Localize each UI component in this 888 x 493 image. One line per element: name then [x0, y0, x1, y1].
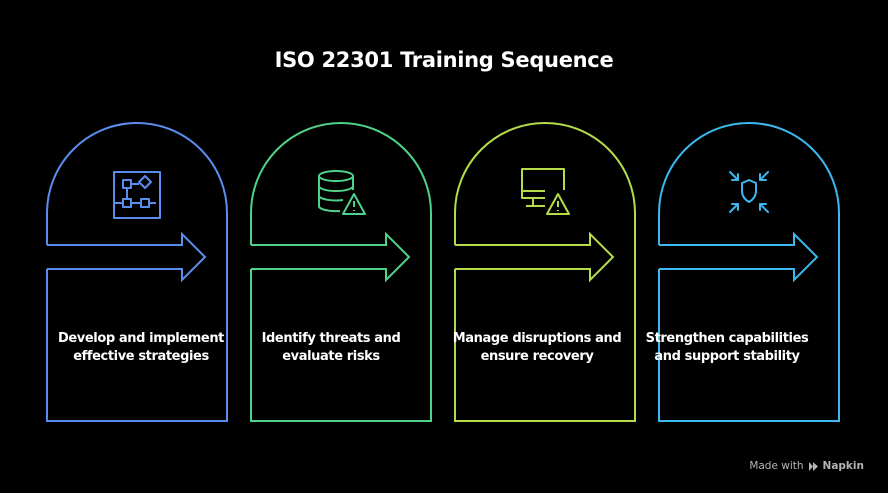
step-1-arrow: [47, 231, 207, 283]
footer-prefix: Made with: [749, 460, 804, 472]
step-4: [658, 122, 840, 422]
step-3: [454, 122, 636, 422]
step-3-arrow: [455, 231, 615, 283]
flowchart-icon: [113, 171, 161, 219]
step-2: [250, 122, 432, 422]
footer-brand: Napkin: [822, 460, 864, 472]
step-1: [46, 122, 228, 422]
monitor-warning-icon: [521, 168, 570, 215]
step-3-arch: [454, 122, 636, 422]
step-4-arrow: [659, 231, 819, 283]
step-4-arch: [658, 122, 840, 422]
made-with-napkin-footer[interactable]: Made with Napkin: [749, 460, 864, 472]
step-3-text: Manage disruptions and ensure recovery: [452, 331, 622, 364]
database-warning-icon: [318, 170, 366, 215]
step-1-arch: [46, 122, 228, 422]
diagram-title: ISO 22301 Training Sequence: [274, 48, 614, 72]
step-1-text: Develop and implement effective strategi…: [58, 331, 224, 364]
napkin-logo-icon: [808, 461, 818, 471]
step-2-arch: [250, 122, 432, 422]
step-2-arrow: [251, 231, 411, 283]
step-2-text: Identify threats and evaluate risks: [261, 331, 401, 364]
step-4-text: Strengthen capabilities and support stab…: [645, 331, 809, 364]
shield-arrows-icon: [729, 171, 769, 213]
